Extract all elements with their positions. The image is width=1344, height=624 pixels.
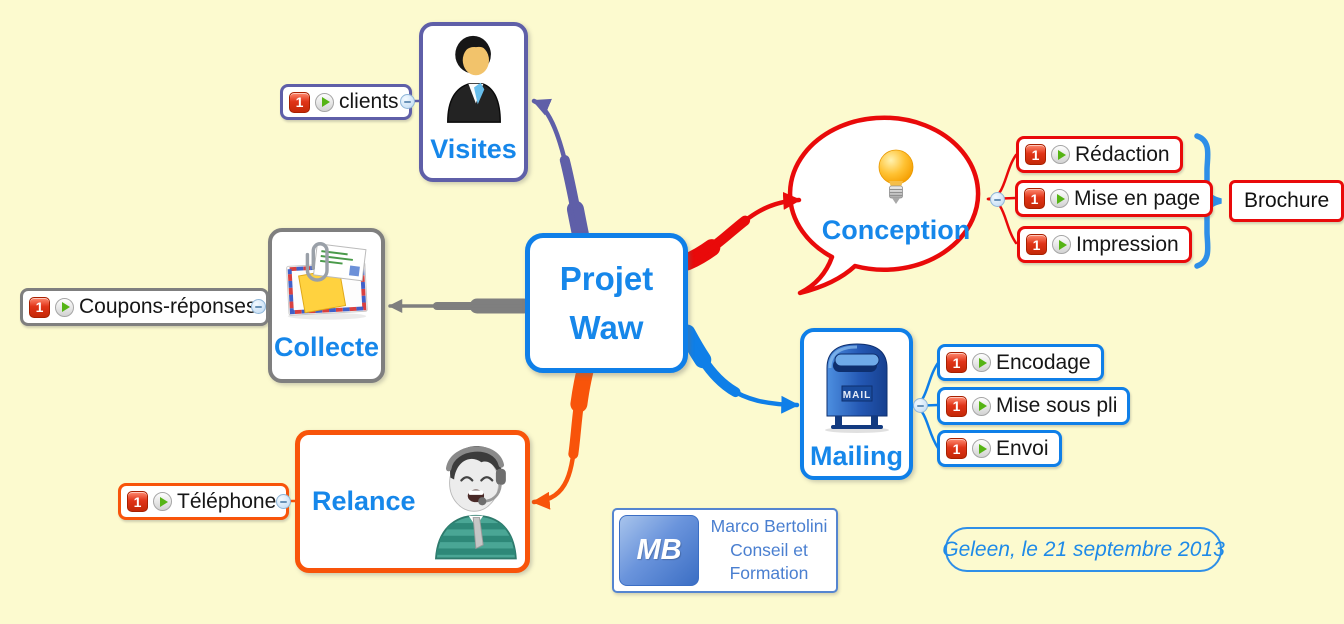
play-icon[interactable] bbox=[972, 396, 991, 416]
brochure-brace bbox=[1194, 133, 1222, 269]
businessman-icon bbox=[440, 34, 508, 129]
branch-relance bbox=[525, 362, 594, 511]
minus-icon bbox=[994, 198, 1001, 201]
priority-1-icon: 1 bbox=[1024, 188, 1045, 209]
collapse-button-conception[interactable] bbox=[990, 192, 1005, 207]
subtopic-telephone-label: Téléphone bbox=[177, 489, 277, 513]
priority-1-icon: 1 bbox=[946, 438, 967, 459]
play-triangle bbox=[1057, 193, 1065, 204]
subtopic-redaction[interactable]: 1 Rédaction bbox=[1016, 136, 1183, 173]
minus-icon bbox=[404, 100, 411, 103]
subtopic-coupons-reponses-label: Coupons-réponses bbox=[79, 295, 257, 318]
play-triangle bbox=[1059, 239, 1067, 250]
play-icon[interactable] bbox=[1052, 235, 1071, 254]
subtopic-redaction-label: Rédaction bbox=[1075, 142, 1170, 166]
play-triangle bbox=[1058, 149, 1066, 160]
play-icon[interactable] bbox=[153, 492, 172, 511]
priority-1-icon: 1 bbox=[946, 395, 967, 417]
date-note[interactable]: Geleen, le 21 septembre 2013 bbox=[942, 527, 1225, 572]
subtopic-envoi[interactable]: 1 Envoi bbox=[937, 430, 1062, 467]
minus-icon bbox=[255, 305, 262, 308]
play-icon[interactable] bbox=[972, 439, 991, 458]
topic-collecte[interactable]: Collecte bbox=[268, 228, 385, 383]
topic-visites[interactable]: Visites bbox=[419, 22, 528, 182]
priority-1-icon: 1 bbox=[1025, 144, 1046, 165]
topic-mailing[interactable]: MAIL Mailing bbox=[800, 328, 913, 480]
boundary-brochure-label: Brochure bbox=[1244, 189, 1330, 212]
play-icon[interactable] bbox=[972, 353, 991, 372]
branch-mailing bbox=[678, 324, 806, 414]
collapse-button-visites[interactable] bbox=[400, 94, 415, 109]
play-icon[interactable] bbox=[1051, 145, 1070, 164]
collapse-button-relance[interactable] bbox=[276, 494, 291, 509]
central-topic[interactable]: Projet Waw bbox=[525, 233, 688, 373]
play-triangle bbox=[322, 97, 330, 107]
topic-conception-label[interactable]: Conception bbox=[821, 215, 971, 245]
play-triangle bbox=[979, 443, 987, 454]
subtopic-impression[interactable]: 1 Impression bbox=[1017, 226, 1192, 263]
branch-conception bbox=[678, 191, 808, 271]
priority-1-icon: 1 bbox=[127, 491, 148, 512]
topic-collecte-label: Collecte bbox=[273, 332, 380, 362]
play-triangle bbox=[979, 357, 987, 368]
branch-visites bbox=[525, 92, 591, 251]
company-line-1: Marco Bertolini bbox=[710, 516, 828, 537]
central-topic-line1: Projet bbox=[559, 259, 654, 297]
priority-1-icon: 1 bbox=[1026, 234, 1047, 255]
envelope-paperclip-icon bbox=[280, 238, 374, 327]
collapse-button-mailing[interactable] bbox=[913, 398, 928, 413]
central-topic-line2: Waw bbox=[569, 309, 644, 346]
topic-visites-label: Visites bbox=[430, 134, 517, 164]
topic-relance[interactable]: Relance bbox=[295, 430, 530, 573]
topic-mailing-label: Mailing bbox=[810, 441, 903, 471]
subtopic-coupons-reponses[interactable]: 1 Coupons-réponses bbox=[20, 288, 270, 326]
subtopic-telephone[interactable]: 1 Téléphone bbox=[118, 483, 290, 520]
play-icon[interactable] bbox=[315, 92, 334, 112]
topic-relance-label: Relance bbox=[312, 485, 416, 516]
boundary-brochure[interactable]: Brochure bbox=[1229, 180, 1344, 222]
company-line-2: Conseil et bbox=[730, 539, 808, 560]
subtopic-encodage-label: Encodage bbox=[996, 350, 1091, 374]
play-triangle bbox=[160, 496, 168, 507]
play-triangle bbox=[62, 302, 70, 312]
conception-speech-bubble[interactable] bbox=[787, 115, 981, 296]
marco-bertolini-logo[interactable]: MB Marco Bertolini Conseil et Formation bbox=[612, 508, 838, 593]
mailbox-icon: MAIL bbox=[821, 338, 893, 438]
date-note-text: Geleen, le 21 septembre 2013 bbox=[942, 537, 1225, 561]
mb-monogram-icon: MB bbox=[619, 515, 699, 586]
subtopic-encodage[interactable]: 1 Encodage bbox=[937, 344, 1104, 381]
priority-1-icon: 1 bbox=[289, 91, 310, 113]
subtopic-mise-en-page[interactable]: 1 Mise en page bbox=[1015, 180, 1214, 217]
callcenter-agent-icon bbox=[416, 436, 534, 567]
subtopic-mise-en-page-label: Mise en page bbox=[1074, 186, 1201, 210]
subtopic-envoi-label: Envoi bbox=[996, 436, 1049, 460]
company-line-3: Formation bbox=[729, 563, 809, 584]
minus-icon bbox=[280, 500, 287, 503]
lightbulb-icon bbox=[874, 148, 918, 213]
subtopic-clients-label: clients bbox=[339, 90, 399, 113]
subtopic-impression-label: Impression bbox=[1076, 232, 1179, 256]
play-icon[interactable] bbox=[55, 297, 74, 317]
subtopic-mise-sous-pli[interactable]: 1 Mise sous pli bbox=[937, 387, 1131, 425]
company-name: Marco Bertolini Conseil et Formation bbox=[707, 515, 831, 586]
play-triangle bbox=[979, 401, 987, 411]
subtopic-mise-sous-pli-label: Mise sous pli bbox=[996, 394, 1118, 417]
mailbox-mail-text: MAIL bbox=[842, 390, 870, 401]
minus-icon bbox=[917, 404, 924, 407]
play-icon[interactable] bbox=[1050, 189, 1069, 208]
subtopic-clients[interactable]: 1 clients bbox=[280, 84, 412, 120]
priority-1-icon: 1 bbox=[946, 352, 967, 373]
priority-1-icon: 1 bbox=[29, 296, 50, 318]
collapse-button-collecte[interactable] bbox=[251, 299, 266, 314]
